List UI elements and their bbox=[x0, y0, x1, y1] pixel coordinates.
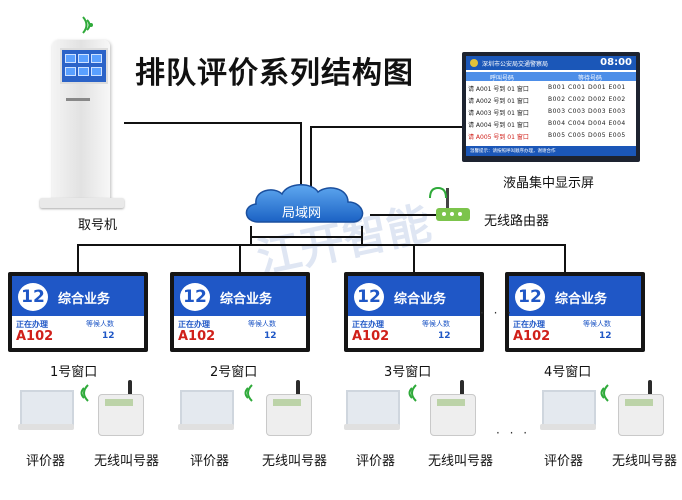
evaluator-screen bbox=[180, 390, 234, 428]
wifi-icon bbox=[80, 384, 89, 402]
caller-antenna bbox=[296, 380, 300, 396]
window-number: 12 bbox=[354, 283, 384, 311]
waiting-label: 等候人数 bbox=[422, 320, 450, 328]
lan-label: 局域网 bbox=[282, 206, 322, 221]
processing-label: 正在办理 bbox=[178, 320, 210, 329]
evaluator-device bbox=[178, 382, 234, 436]
waiting-count: 12 bbox=[102, 331, 115, 341]
waiting-label: 等候人数 bbox=[583, 320, 611, 328]
waiting-count: 12 bbox=[599, 331, 612, 341]
evaluator-device bbox=[344, 382, 400, 436]
window-display-4: 12 综合业务 正在办理 A102 等候人数 12 bbox=[505, 272, 645, 352]
caller-label: 无线叫号器 bbox=[262, 454, 328, 469]
lcd-header: 深圳市公安局交通警察局 08:00 bbox=[466, 56, 636, 70]
evaluator-device bbox=[18, 382, 74, 436]
caller-keypad bbox=[266, 394, 312, 436]
router-antenna bbox=[446, 188, 449, 208]
lcd-label: 液晶集中显示屏 bbox=[503, 176, 595, 191]
evaluator-screen bbox=[346, 390, 400, 428]
window-display-3: 12 综合业务 正在办理 A102 等候人数 12 bbox=[344, 272, 484, 352]
wireless-caller-device bbox=[612, 380, 668, 438]
window-label-4: 4号窗口 bbox=[544, 365, 592, 380]
window-display-1: 12 综合业务 正在办理 A102 等候人数 12 bbox=[8, 272, 148, 352]
current-ticket: A102 bbox=[16, 329, 54, 344]
lcd-header-title: 深圳市公安局交通警察局 bbox=[482, 61, 549, 68]
evaluator-device bbox=[540, 382, 596, 436]
window-number: 12 bbox=[18, 283, 48, 311]
router-body bbox=[436, 208, 470, 221]
wifi-icon bbox=[82, 16, 93, 34]
waiting-label: 等候人数 bbox=[248, 320, 276, 328]
evaluator-screen bbox=[20, 390, 74, 428]
waiting-label: 等候人数 bbox=[86, 320, 114, 328]
router-label: 无线路由器 bbox=[484, 214, 550, 229]
current-ticket: A102 bbox=[352, 329, 390, 344]
lcd-footer: 温馨提示：请按照呼叫顺序办理，谢谢合作 bbox=[466, 146, 636, 156]
business-type: 综合业务 bbox=[555, 292, 608, 307]
window-number: 12 bbox=[180, 283, 210, 311]
wireless-caller-device bbox=[92, 380, 148, 438]
processing-label: 正在办理 bbox=[16, 320, 48, 329]
lan-cloud-icon bbox=[245, 184, 364, 223]
lcd-col-call: 呼叫号码 bbox=[490, 75, 515, 82]
business-type: 综合业务 bbox=[58, 292, 111, 307]
caller-label: 无线叫号器 bbox=[94, 454, 160, 469]
more-devices-ellipsis: · · · bbox=[496, 426, 531, 440]
waiting-count: 12 bbox=[264, 331, 277, 341]
police-emblem-icon bbox=[470, 59, 478, 67]
processing-label: 正在办理 bbox=[513, 320, 545, 329]
caller-keypad bbox=[430, 394, 476, 436]
caller-keypad bbox=[618, 394, 664, 436]
wireless-caller-device bbox=[260, 380, 316, 438]
lcd-clock: 08:00 bbox=[600, 57, 632, 68]
business-type: 综合业务 bbox=[220, 292, 273, 307]
current-ticket: A102 bbox=[178, 329, 216, 344]
wifi-icon bbox=[600, 384, 609, 402]
kiosk-base bbox=[40, 198, 124, 208]
window-label-1: 1号窗口 bbox=[50, 365, 98, 380]
router-wifi-icon bbox=[429, 187, 447, 199]
business-type: 综合业务 bbox=[394, 292, 447, 307]
more-windows-ellipsis: · · · bbox=[480, 306, 515, 320]
evaluator-label: 评价器 bbox=[190, 454, 230, 469]
lcd-column-headers: 呼叫号码 等待号码 bbox=[466, 72, 636, 82]
caller-antenna bbox=[128, 380, 132, 396]
window-display-2: 12 综合业务 正在办理 A102 等候人数 12 bbox=[170, 272, 310, 352]
evaluator-label: 评价器 bbox=[544, 454, 584, 469]
window-label-3: 3号窗口 bbox=[384, 365, 432, 380]
caller-antenna bbox=[460, 380, 464, 396]
wifi-icon bbox=[244, 384, 253, 402]
evaluator-label: 评价器 bbox=[356, 454, 396, 469]
kiosk-label: 取号机 bbox=[78, 218, 118, 233]
waiting-count: 12 bbox=[438, 331, 451, 341]
kiosk-screen bbox=[60, 48, 108, 84]
diagram-title: 排队评价系列结构图 bbox=[135, 56, 414, 91]
caller-keypad bbox=[98, 394, 144, 436]
caller-label: 无线叫号器 bbox=[428, 454, 494, 469]
window-number: 12 bbox=[515, 283, 545, 311]
current-ticket: A102 bbox=[513, 329, 551, 344]
ticket-slot bbox=[66, 98, 90, 101]
wireless-caller-device bbox=[424, 380, 480, 438]
evaluator-screen bbox=[542, 390, 596, 428]
processing-label: 正在办理 bbox=[352, 320, 384, 329]
evaluator-label: 评价器 bbox=[26, 454, 66, 469]
caller-antenna bbox=[648, 380, 652, 396]
lcd-col-wait: 等待号码 bbox=[578, 75, 603, 82]
wifi-icon bbox=[408, 384, 417, 402]
caller-label: 无线叫号器 bbox=[612, 454, 678, 469]
window-label-2: 2号窗口 bbox=[210, 365, 258, 380]
